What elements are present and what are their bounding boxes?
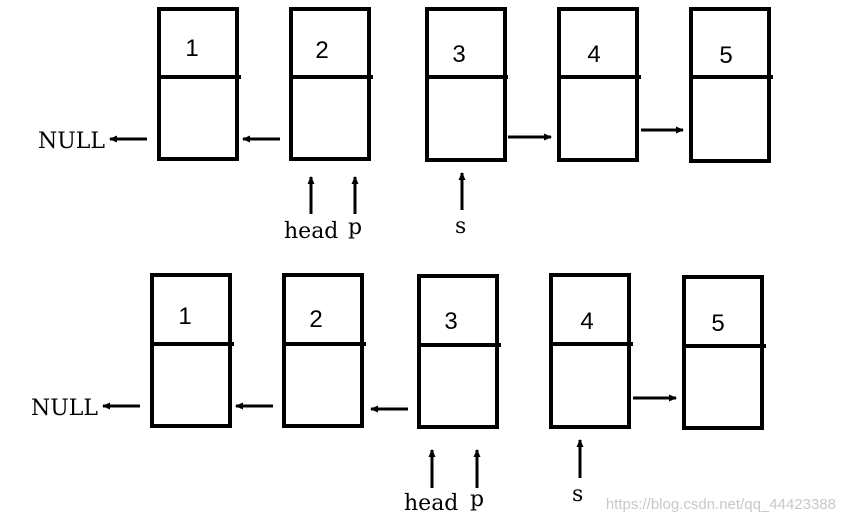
top-node-3-value: 3	[452, 41, 465, 68]
bottom-node-3-value: 3	[444, 308, 457, 335]
bottom-node-2: 2	[282, 273, 366, 428]
top-node-1: 1	[157, 7, 241, 161]
bottom-node-3: 3	[417, 274, 501, 429]
top-diagram: 1 2 3 4 5 NULL	[38, 7, 773, 244]
bottom-s-label: s	[572, 482, 583, 507]
top-null-label: NULL	[38, 129, 105, 154]
top-node-5: 5	[689, 7, 773, 163]
bottom-node-1-value: 1	[178, 303, 191, 330]
bottom-node-4-value: 4	[580, 308, 593, 335]
top-s-label: s	[455, 214, 466, 239]
top-head-label: head	[284, 219, 338, 244]
top-p-label: p	[348, 215, 362, 240]
watermark-text: https://blog.csdn.net/qq_44423388	[606, 496, 836, 513]
bottom-diagram: 1 2 3 4 5 NULL	[31, 273, 766, 516]
bottom-node-1: 1	[150, 273, 234, 428]
bottom-node-2-value: 2	[309, 306, 322, 333]
bottom-null-label: NULL	[31, 396, 98, 421]
bottom-p-label: p	[470, 487, 484, 512]
bottom-node-5-value: 5	[711, 310, 724, 337]
bottom-node-4: 4	[549, 273, 633, 429]
bottom-head-label: head	[404, 491, 458, 516]
bottom-node-5: 5	[682, 275, 766, 430]
top-node-3: 3	[425, 7, 508, 162]
top-node-2: 2	[289, 7, 373, 161]
top-node-2-value: 2	[315, 37, 328, 64]
top-node-4: 4	[557, 7, 641, 162]
top-node-1-value: 1	[185, 35, 198, 62]
top-node-5-value: 5	[719, 42, 732, 69]
top-node-4-value: 4	[587, 41, 600, 68]
